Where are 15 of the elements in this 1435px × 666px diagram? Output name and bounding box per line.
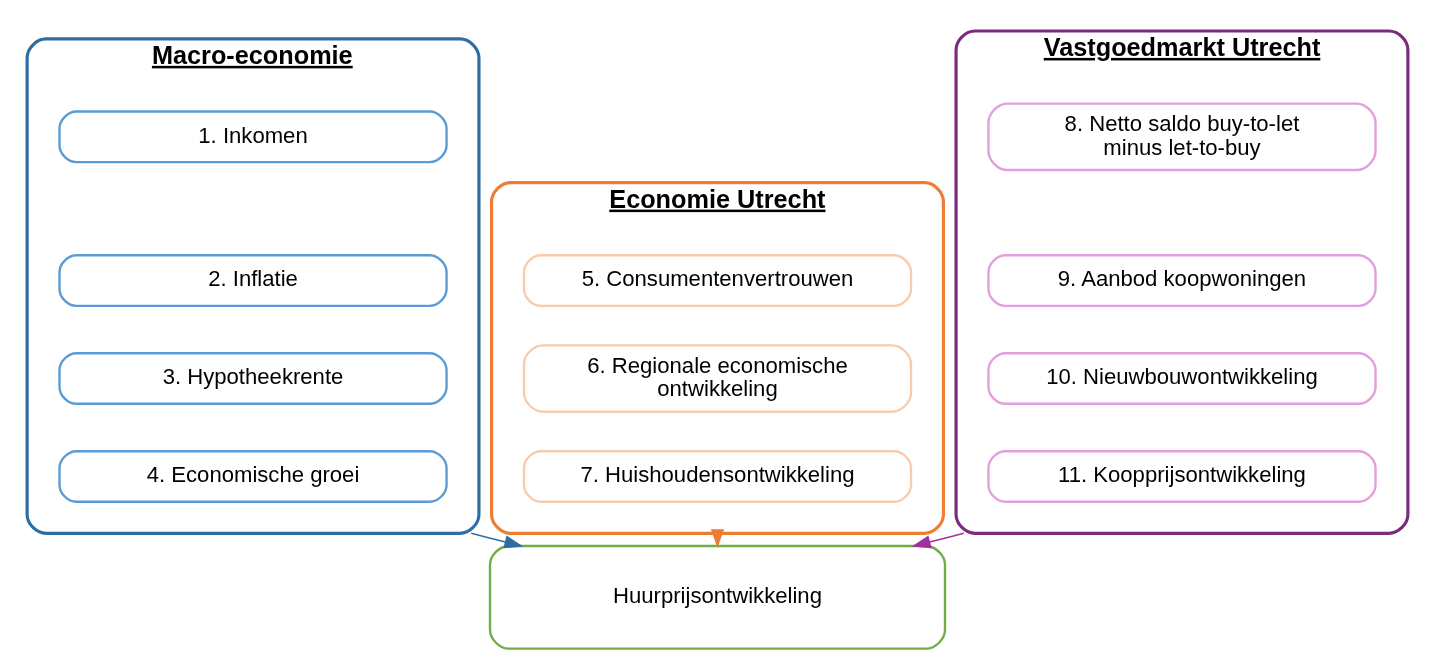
arrow <box>470 532 524 548</box>
node-box: 5. Consumentenvertrouwen <box>522 253 913 307</box>
node-box: 8. Netto saldo buy-to-let minus let-to-buy <box>987 101 1377 171</box>
node-box: 3. Hypotheekrente <box>58 351 448 405</box>
arrow <box>911 532 965 548</box>
node-box: 4. Economische groei <box>58 449 448 503</box>
node-box: 10. Nieuwbouwontwikkeling <box>987 351 1377 405</box>
node-box: 11. Koopprijsontwikkeling <box>987 449 1377 503</box>
node-box: 9. Aanbod koopwoningen <box>987 253 1377 307</box>
node-box: 7. Huishoudensontwikkeling <box>522 449 913 503</box>
arrow <box>710 528 725 548</box>
node-box: 1. Inkomen <box>58 109 448 163</box>
node-box: Huurprijsontwikkeling <box>488 544 947 650</box>
node-box: 2. Inflatie <box>58 253 448 307</box>
node-box: 6. Regionale economische ontwikkeling <box>522 343 913 413</box>
